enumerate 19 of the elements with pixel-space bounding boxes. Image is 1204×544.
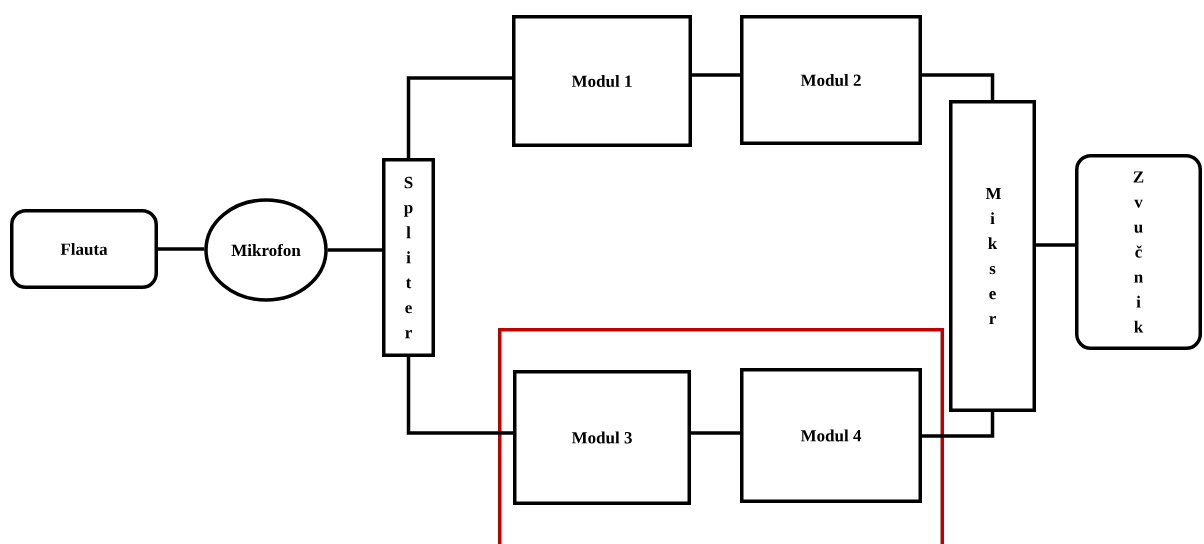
connector-line — [691, 431, 740, 435]
process-box: Modul 2 — [740, 15, 922, 145]
connector-line — [692, 73, 740, 77]
connector-line — [406, 357, 513, 435]
connector-line — [922, 73, 995, 100]
connector-line — [406, 76, 512, 158]
connector-line — [922, 412, 995, 438]
process-box: Modul 1 — [512, 15, 692, 147]
connector-line — [327, 248, 382, 252]
connector-line — [1036, 243, 1075, 247]
process-box: Modul 3 — [513, 370, 691, 505]
rounded-box: Z v u č n i k — [1075, 154, 1202, 350]
connector-line — [158, 247, 205, 251]
vertical-box: M i k s e r — [949, 100, 1036, 412]
vertical-box: S p l i t e r — [382, 158, 435, 357]
ellipse-node: Mikrofon — [204, 198, 328, 302]
process-box: Modul 4 — [740, 368, 922, 503]
highlight-frame — [498, 328, 944, 544]
rounded-box: Flauta — [10, 209, 158, 289]
